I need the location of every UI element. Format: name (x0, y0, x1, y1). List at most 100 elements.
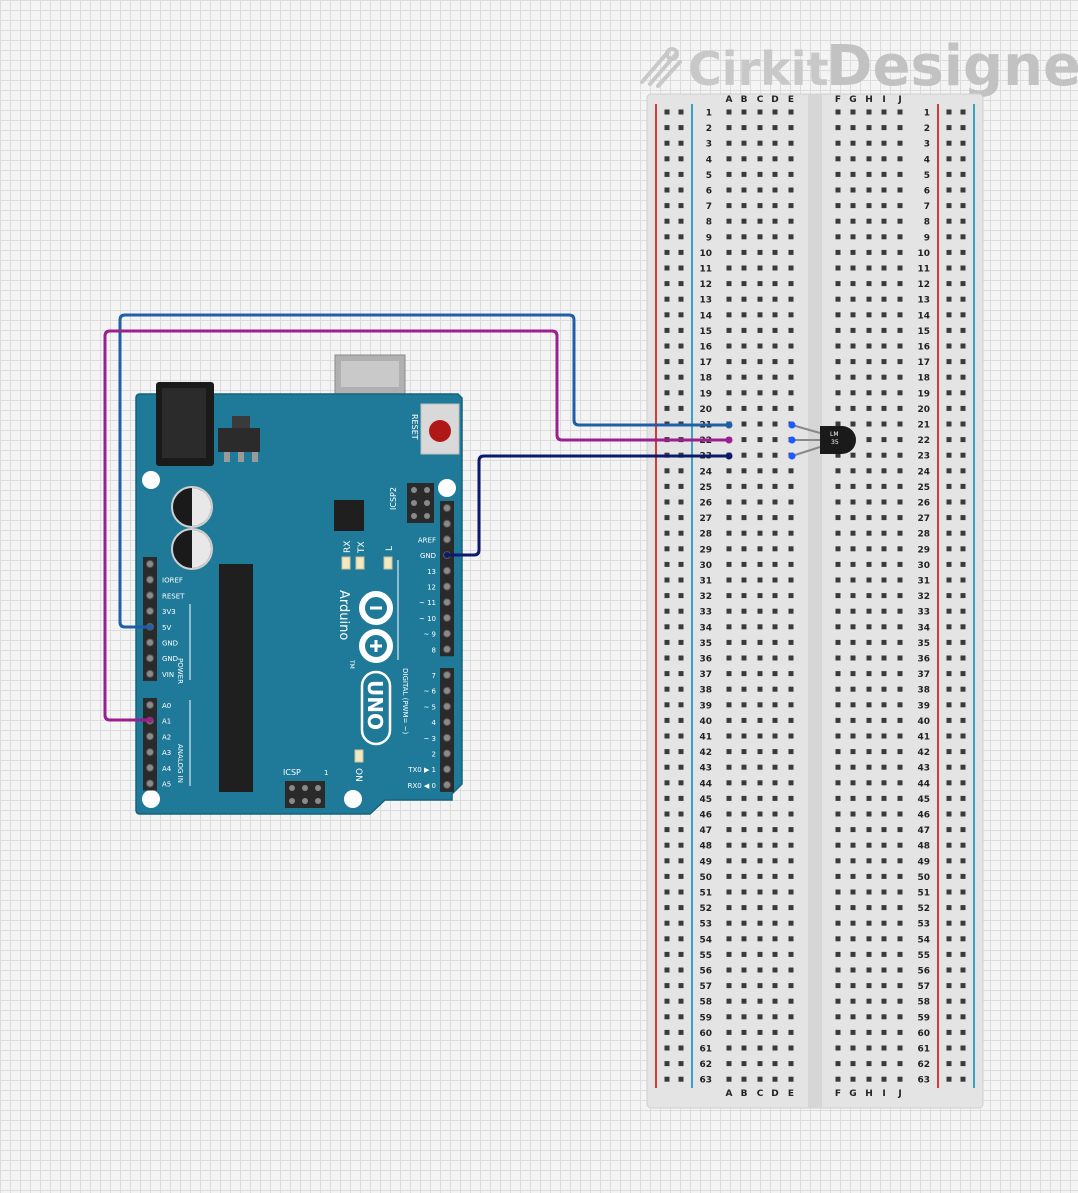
breadboard-hole[interactable] (850, 1045, 856, 1051)
breadboard-hole[interactable] (897, 437, 903, 443)
breadboard-hole[interactable] (897, 998, 903, 1004)
icsp-pin[interactable] (411, 487, 417, 493)
breadboard-hole[interactable] (741, 125, 747, 131)
header-pin[interactable] (443, 780, 451, 789)
rail-hole[interactable] (946, 499, 952, 505)
breadboard-hole[interactable] (757, 530, 763, 536)
rail-hole[interactable] (960, 265, 966, 271)
breadboard-hole[interactable] (850, 530, 856, 536)
breadboard-hole[interactable] (757, 936, 763, 942)
rail-hole[interactable] (960, 624, 966, 630)
breadboard-hole[interactable] (835, 983, 841, 989)
breadboard-hole[interactable] (772, 780, 778, 786)
rail-hole[interactable] (678, 171, 684, 177)
rail-hole[interactable] (678, 281, 684, 287)
breadboard-hole[interactable] (897, 561, 903, 567)
breadboard-hole[interactable] (835, 1014, 841, 1020)
breadboard-hole[interactable] (726, 109, 732, 115)
breadboard-hole[interactable] (788, 702, 794, 708)
breadboard-hole[interactable] (866, 125, 872, 131)
rail-hole[interactable] (678, 1061, 684, 1067)
breadboard-hole[interactable] (835, 171, 841, 177)
breadboard-hole[interactable] (866, 483, 872, 489)
rail-hole[interactable] (946, 218, 952, 224)
breadboard-hole[interactable] (881, 764, 887, 770)
breadboard-hole[interactable] (726, 187, 732, 193)
rail-hole[interactable] (678, 249, 684, 255)
breadboard-hole[interactable] (726, 655, 732, 661)
breadboard-hole[interactable] (757, 967, 763, 973)
breadboard-hole[interactable] (772, 889, 778, 895)
header-pin[interactable] (146, 669, 154, 678)
breadboard-hole[interactable] (726, 125, 732, 131)
breadboard-hole[interactable] (772, 140, 778, 146)
breadboard-hole[interactable] (772, 1076, 778, 1082)
breadboard-hole[interactable] (772, 593, 778, 599)
breadboard-hole[interactable] (772, 156, 778, 162)
breadboard-hole[interactable] (881, 109, 887, 115)
breadboard-hole[interactable] (881, 811, 887, 817)
rail-hole[interactable] (664, 390, 670, 396)
rail-hole[interactable] (678, 499, 684, 505)
breadboard-hole[interactable] (881, 561, 887, 567)
rail-hole[interactable] (678, 265, 684, 271)
breadboard-hole[interactable] (788, 671, 794, 677)
breadboard-hole[interactable] (866, 811, 872, 817)
rail-hole[interactable] (960, 249, 966, 255)
breadboard-hole[interactable] (835, 889, 841, 895)
breadboard-hole[interactable] (850, 561, 856, 567)
breadboard-hole[interactable] (866, 655, 872, 661)
rail-hole[interactable] (664, 203, 670, 209)
breadboard-hole[interactable] (850, 1061, 856, 1067)
breadboard-hole[interactable] (866, 593, 872, 599)
breadboard-hole[interactable] (835, 577, 841, 583)
breadboard-hole[interactable] (726, 546, 732, 552)
breadboard-hole[interactable] (788, 795, 794, 801)
breadboard-hole[interactable] (788, 218, 794, 224)
breadboard-hole[interactable] (772, 795, 778, 801)
breadboard-hole[interactable] (897, 1045, 903, 1051)
rail-hole[interactable] (664, 1014, 670, 1020)
breadboard-hole[interactable] (772, 265, 778, 271)
breadboard-hole[interactable] (897, 249, 903, 255)
breadboard-hole[interactable] (741, 951, 747, 957)
breadboard-hole[interactable] (757, 546, 763, 552)
breadboard-hole[interactable] (897, 125, 903, 131)
breadboard-hole[interactable] (835, 296, 841, 302)
breadboard-hole[interactable] (881, 858, 887, 864)
breadboard-hole[interactable] (741, 1029, 747, 1035)
rail-hole[interactable] (664, 140, 670, 146)
breadboard-hole[interactable] (897, 827, 903, 833)
rail-hole[interactable] (678, 951, 684, 957)
breadboard-hole[interactable] (757, 109, 763, 115)
breadboard-hole[interactable] (772, 187, 778, 193)
rail-hole[interactable] (946, 109, 952, 115)
header-pin[interactable] (443, 718, 451, 727)
breadboard-hole[interactable] (757, 858, 763, 864)
wire-5v[interactable] (118, 313, 729, 629)
rail-hole[interactable] (946, 577, 952, 583)
rail-hole[interactable] (960, 140, 966, 146)
breadboard-hole[interactable] (741, 639, 747, 645)
rail-hole[interactable] (946, 452, 952, 458)
breadboard-hole[interactable] (726, 327, 732, 333)
breadboard-hole[interactable] (726, 312, 732, 318)
icsp-pin[interactable] (289, 785, 295, 791)
rail-hole[interactable] (960, 109, 966, 115)
breadboard-hole[interactable] (788, 998, 794, 1004)
breadboard-hole[interactable] (850, 421, 856, 427)
rail-hole[interactable] (960, 1076, 966, 1082)
breadboard-hole[interactable] (866, 265, 872, 271)
breadboard-hole[interactable] (881, 639, 887, 645)
breadboard-hole[interactable] (850, 296, 856, 302)
breadboard-hole[interactable] (741, 998, 747, 1004)
rail-hole[interactable] (960, 374, 966, 380)
breadboard-hole[interactable] (866, 561, 872, 567)
rail-hole[interactable] (664, 686, 670, 692)
breadboard-hole[interactable] (788, 764, 794, 770)
icsp-pin[interactable] (411, 513, 417, 519)
rail-hole[interactable] (960, 889, 966, 895)
breadboard-hole[interactable] (741, 312, 747, 318)
rail-hole[interactable] (664, 889, 670, 895)
